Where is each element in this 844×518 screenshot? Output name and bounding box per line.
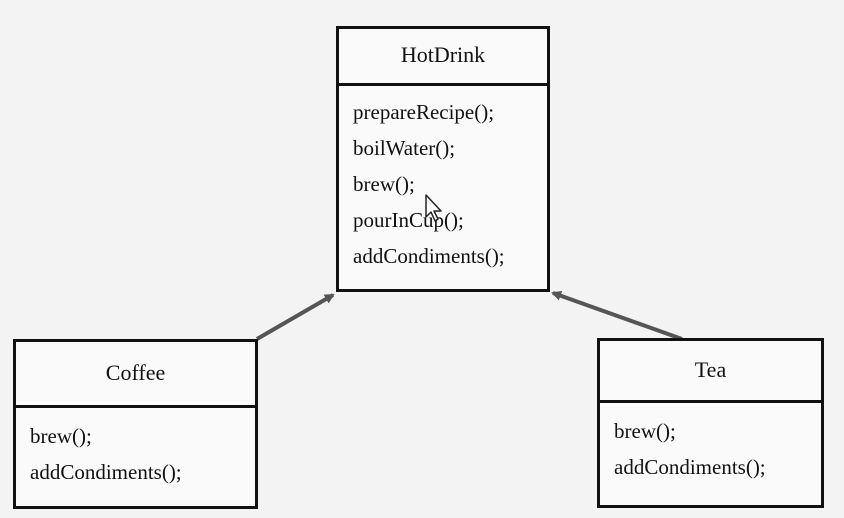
coffee-to-hotdrink-arrow — [255, 293, 335, 341]
method-list: brew(); addCondiments(); — [16, 408, 255, 490]
class-name: Coffee — [16, 342, 255, 408]
class-name: HotDrink — [339, 29, 547, 86]
tea-to-hotdrink-arrow — [551, 290, 683, 341]
method-list: prepareRecipe(); boilWater(); brew(); po… — [339, 86, 547, 274]
method-item: prepareRecipe(); — [353, 100, 495, 124]
method-item: addCondiments(); — [353, 244, 505, 268]
method-item: boilWater(); — [353, 136, 456, 160]
method-list: brew(); addCondiments(); — [600, 403, 821, 485]
method-item: addCondiments(); — [30, 460, 182, 484]
hotdrink-class-box: HotDrink prepareRecipe(); boilWater(); b… — [336, 26, 550, 292]
coffee-class-box: Coffee brew(); addCondiments(); — [13, 339, 258, 509]
class-name: Tea — [600, 341, 821, 403]
method-item: brew(); — [614, 419, 676, 443]
mouse-cursor-icon — [425, 194, 442, 222]
method-item: brew(); — [353, 172, 415, 196]
method-item: brew(); — [30, 424, 92, 448]
method-item: addCondiments(); — [614, 455, 766, 479]
tea-class-box: Tea brew(); addCondiments(); — [597, 338, 824, 508]
method-item: pourInCup(); — [353, 208, 464, 232]
